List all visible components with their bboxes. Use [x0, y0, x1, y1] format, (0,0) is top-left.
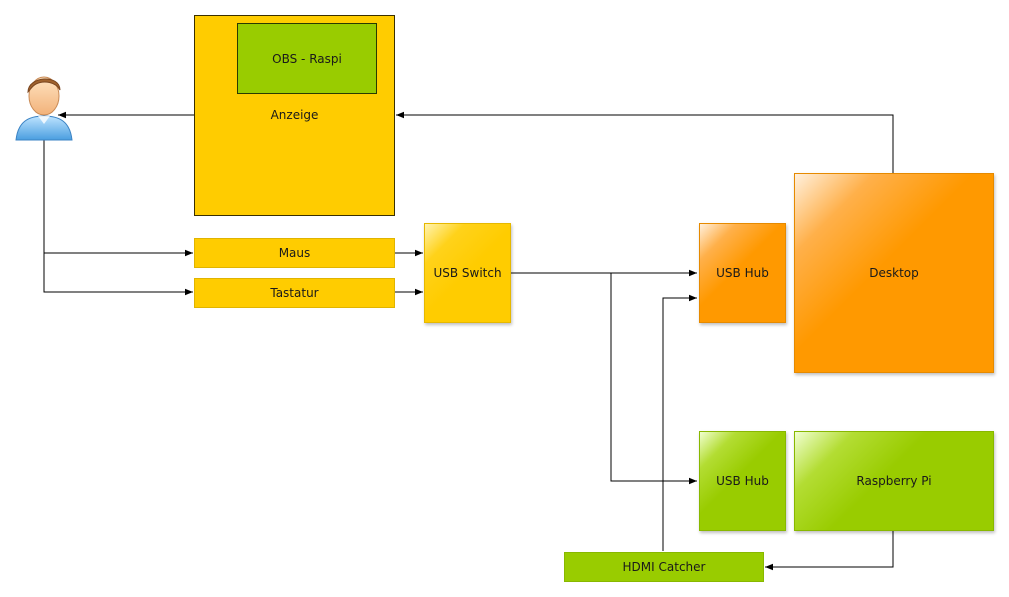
- edge-switch-to-hub-pi: [610, 273, 697, 485]
- desktop-label: Desktop: [869, 266, 919, 280]
- tastatur-label: Tastatur: [270, 286, 319, 300]
- obs-raspi-box: OBS - Raspi: [237, 23, 377, 94]
- edge-desktop-to-anzeige: [396, 111, 894, 173]
- tastatur-box: Tastatur: [194, 278, 395, 308]
- obs-raspi-label: OBS - Raspi: [272, 51, 342, 66]
- edge-pi-to-hdmi: [765, 531, 894, 571]
- hdmi-catcher-label: HDMI Catcher: [622, 560, 706, 574]
- maus-label: Maus: [278, 246, 311, 260]
- usb-hub-desktop-box: USB Hub: [699, 223, 786, 323]
- usb-hub-desktop-label: USB Hub: [716, 266, 769, 280]
- raspberry-pi-label: Raspberry Pi: [856, 474, 932, 488]
- desktop-box: Desktop: [794, 173, 994, 373]
- usb-hub-pi-box: USB Hub: [699, 431, 786, 531]
- hdmi-catcher-box: HDMI Catcher: [564, 552, 764, 582]
- usb-switch-box: USB Switch: [424, 223, 511, 323]
- edge-hdmi-to-hub-desktop: [662, 294, 697, 551]
- usb-switch-label: USB Switch: [433, 266, 502, 280]
- edge-user-to-tastatur: [43, 253, 193, 296]
- edge-user-to-maus: [43, 140, 193, 257]
- raspberry-pi-box: Raspberry Pi: [794, 431, 994, 531]
- person-icon: [14, 70, 74, 142]
- maus-box: Maus: [194, 238, 395, 268]
- anzeige-label: Anzeige: [270, 108, 319, 122]
- usb-hub-pi-label: USB Hub: [716, 474, 769, 488]
